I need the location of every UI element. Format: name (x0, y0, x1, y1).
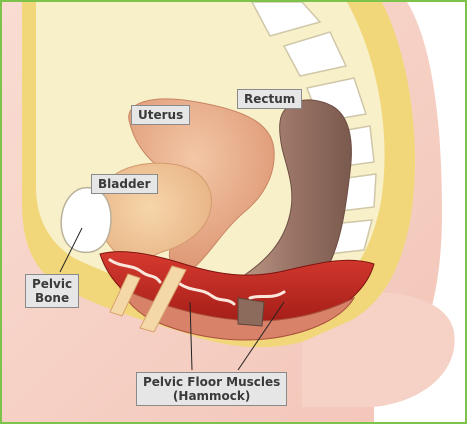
pelvic-floor-label-line2: (Hammock) (143, 389, 280, 403)
pelvic-floor-label-line1: Pelvic Floor Muscles (143, 375, 280, 389)
pelvic-floor-label: Pelvic Floor Muscles (Hammock) (136, 372, 287, 406)
pelvic-bone-label: Pelvic Bone (25, 274, 79, 308)
pelvic-bone-label-line1: Pelvic (32, 277, 72, 291)
bladder-label: Bladder (91, 174, 158, 194)
pelvic-bone-label-line2: Bone (32, 291, 72, 305)
pelvic-bone-shape (61, 188, 111, 253)
uterus-label: Uterus (131, 105, 190, 125)
rectum-label: Rectum (237, 89, 302, 109)
